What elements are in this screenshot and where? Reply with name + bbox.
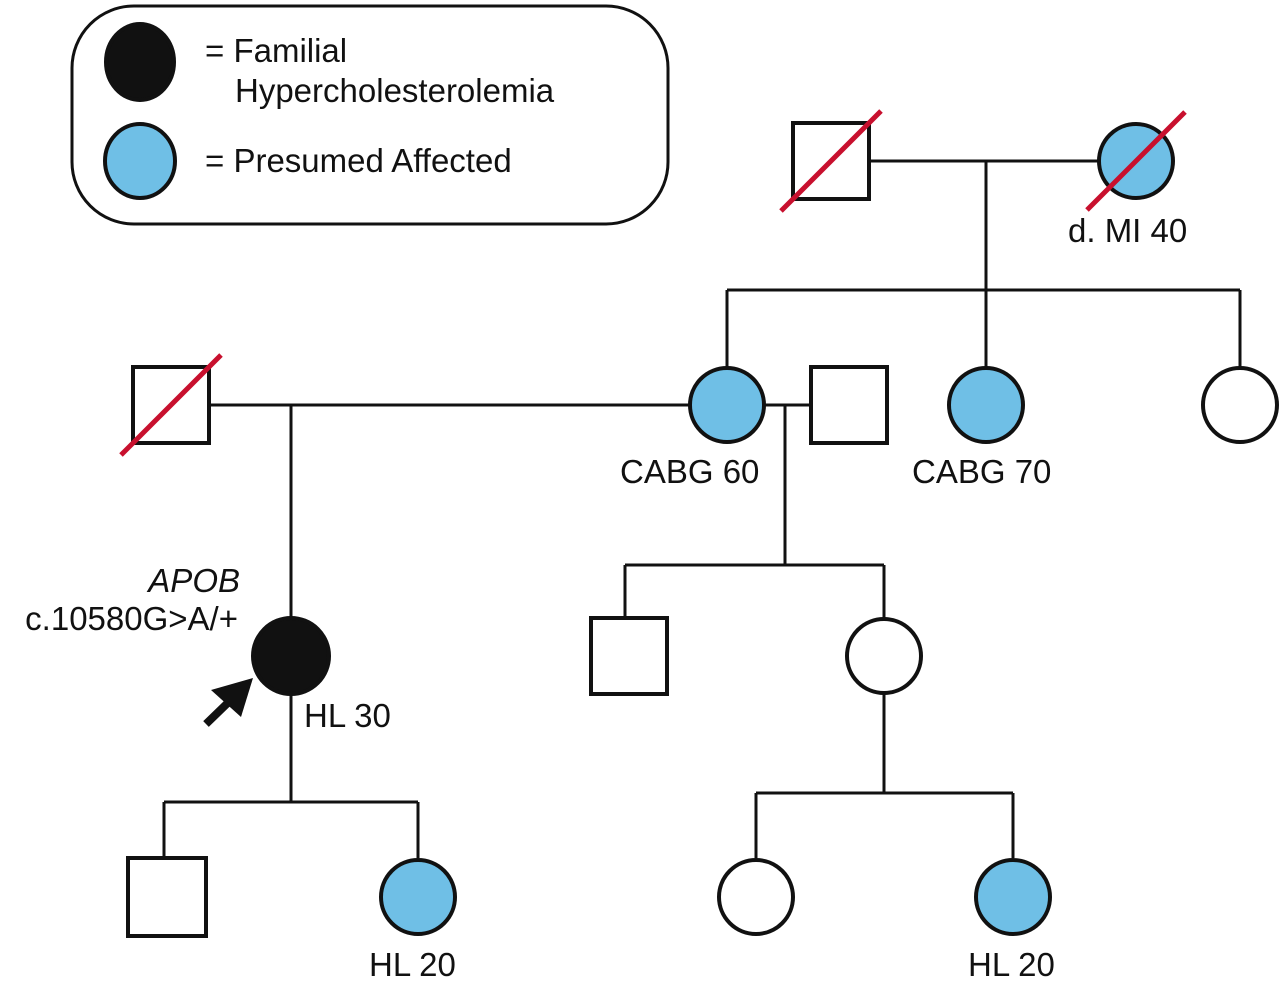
individual-gen2-daughter1 xyxy=(688,366,766,444)
individual-gen3-proband xyxy=(251,616,331,696)
label-gen2-daughter1: CABG 60 xyxy=(620,453,759,490)
individual-gen2-husband xyxy=(809,365,889,445)
proband-arrow-icon xyxy=(203,678,253,727)
legend-label-affected-line2: Hypercholesterolemia xyxy=(235,72,555,109)
female-circle-symbol xyxy=(379,858,457,936)
individual-gen2-ex-husband xyxy=(119,353,223,457)
relationship-lines xyxy=(162,159,1242,858)
legend-symbol-affected xyxy=(104,22,176,102)
label-gen4-daughter: HL 20 xyxy=(369,946,456,982)
genotype-variant: c.10580G>A/+ xyxy=(25,600,238,637)
male-square-symbol xyxy=(126,856,208,938)
individual-gen4-daughter xyxy=(379,858,457,936)
label-proband: HL 30 xyxy=(304,697,391,734)
individual-gen4-granddaughter2 xyxy=(974,858,1052,936)
deceased-slash-icon xyxy=(779,109,883,213)
individual-gen4-son xyxy=(126,856,208,938)
individual-labels: d. MI 40 CABG 60 CABG 70 APOB c.10580G>A… xyxy=(25,212,1187,982)
female-circle-symbol xyxy=(688,366,766,444)
individual-gen1-mother xyxy=(1085,110,1187,212)
female-circle-symbol xyxy=(717,858,795,936)
label-gen2-daughter2: CABG 70 xyxy=(912,453,1051,490)
label-gen4-granddaughter2: HL 20 xyxy=(968,946,1055,982)
male-square-symbol xyxy=(589,616,669,696)
female-circle-symbol xyxy=(974,858,1052,936)
legend-label-affected-line1: = Familial xyxy=(205,32,347,69)
label-gen1-mother: d. MI 40 xyxy=(1068,212,1187,249)
individual-gen2-daughter2 xyxy=(947,366,1025,444)
female-circle-symbol xyxy=(845,617,923,695)
individuals xyxy=(119,109,1279,938)
individual-gen4-granddaughter1 xyxy=(717,858,795,936)
legend-box xyxy=(70,4,670,226)
individual-gen3-son xyxy=(589,616,669,696)
legend: = Familial Hypercholesterolemia = Presum… xyxy=(70,4,670,226)
legend-symbol-presumed-affected xyxy=(103,122,177,200)
individual-gen2-daughter3 xyxy=(1201,366,1279,444)
female-circle-symbol xyxy=(1201,366,1279,444)
genotype-gene: APOB xyxy=(146,562,240,599)
deceased-slash-icon xyxy=(119,353,223,457)
female-circle-symbol xyxy=(947,366,1025,444)
legend-label-presumed-affected: = Presumed Affected xyxy=(205,142,512,179)
female-circle-symbol xyxy=(251,616,331,696)
individual-gen1-father xyxy=(779,109,883,213)
male-square-symbol xyxy=(809,365,889,445)
deceased-slash-icon xyxy=(1085,110,1187,212)
individual-gen3-daughter xyxy=(845,617,923,695)
